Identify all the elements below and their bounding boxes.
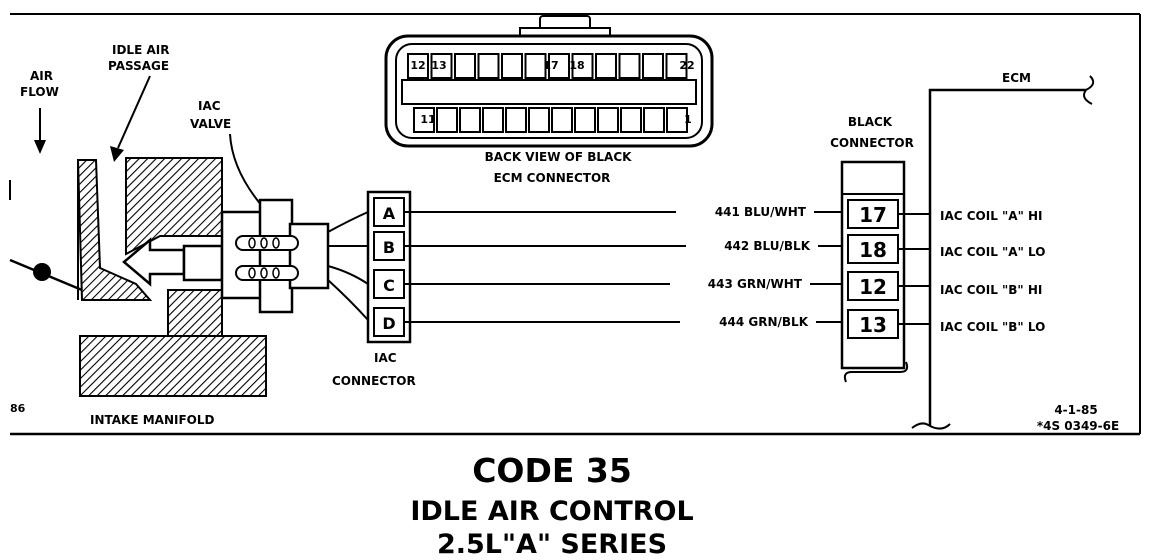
ecm-cavity xyxy=(459,107,481,133)
back-view-label-1: BACK VIEW OF BLACK xyxy=(485,150,633,164)
iac-pin-d-label: D xyxy=(382,314,395,333)
intake-manifold-body xyxy=(79,335,267,397)
iac-valve-motor xyxy=(258,198,294,314)
coil-windings xyxy=(248,237,280,279)
ecm-pin-11: 11 xyxy=(420,113,435,126)
ecm-func-a-lo: IAC COIL "A" LO xyxy=(940,245,1045,259)
throttle-body-left-wall xyxy=(76,159,153,301)
idle-air-pointer-head xyxy=(110,146,124,162)
ecm-pin-1: 1 xyxy=(684,113,692,126)
title-series: 2.5L"A" SERIES xyxy=(437,529,667,560)
ecm-cavity xyxy=(643,107,665,133)
ecm-cavity xyxy=(477,53,500,79)
black-connector-label-1: BLACK xyxy=(848,115,893,129)
ecm-cavity xyxy=(407,53,429,79)
iac-connector-pin-d: D xyxy=(373,307,405,337)
idle-air-label-1: IDLE AIR xyxy=(112,43,169,57)
iac-pin-a-label: A xyxy=(383,204,396,223)
ecm-top-row-cavities xyxy=(407,53,688,79)
black-pin-13-label: 13 xyxy=(859,313,887,337)
ecm-cavity xyxy=(597,107,619,133)
back-view-label-2: ECM CONNECTOR xyxy=(494,171,611,185)
ecm-bottom-row-cavities xyxy=(413,107,688,133)
black-connector-break xyxy=(843,361,909,383)
iac-connector-label-2: CONNECTOR xyxy=(332,374,416,388)
ecm-cavity xyxy=(574,107,596,133)
part-number: *4S 0349-6E xyxy=(1037,419,1119,433)
iac-connector-pin-c: C xyxy=(373,269,405,299)
iac-valve-label-2: VALVE xyxy=(190,117,231,131)
ecm-cavity xyxy=(501,53,523,79)
ecm-cavity xyxy=(595,53,617,79)
wire-444-label: 444 GRN/BLK xyxy=(719,315,809,329)
ecm-cavity xyxy=(665,53,688,79)
ecm-cavity xyxy=(620,107,642,133)
lower-block xyxy=(167,289,223,339)
black-pin-17-label: 17 xyxy=(859,203,887,227)
valve-leads xyxy=(327,211,369,321)
black-pin-18-label: 18 xyxy=(859,238,887,262)
corner-code: 86 xyxy=(10,402,26,415)
air-flow-arrowhead xyxy=(34,140,46,154)
ecm-cavity xyxy=(618,53,641,79)
black-connector-pin-12: 12 xyxy=(847,271,899,301)
wire-443-label: 443 GRN/WHT xyxy=(708,277,803,291)
ecm-bottom-break xyxy=(911,422,951,430)
black-connector-pin-13: 13 xyxy=(847,309,899,339)
throttle-ball xyxy=(33,263,51,281)
wire-442-label: 442 BLU/BLK xyxy=(724,239,811,253)
ecm-label: ECM xyxy=(1002,71,1031,85)
ecm-pin-13: 13 xyxy=(431,59,446,72)
ecm-cavity xyxy=(551,107,573,133)
iac-pin-b-label: B xyxy=(383,238,395,257)
ecm-cavity xyxy=(413,107,435,133)
iac-valve-label-1: IAC xyxy=(198,99,221,113)
ecm-cavity xyxy=(505,107,527,133)
black-pin-12-label: 12 xyxy=(859,275,887,299)
ecm-cavity xyxy=(454,53,476,79)
ecm-func-b-lo: IAC COIL "B" LO xyxy=(940,320,1045,334)
title-name: IDLE AIR CONTROL xyxy=(410,496,693,527)
ecm-pin-12: 12 xyxy=(410,59,425,72)
ecm-cavity xyxy=(482,107,504,133)
ecm-cavity xyxy=(430,53,453,79)
black-connector-pin-18: 18 xyxy=(847,234,899,264)
date-stamp: 4-1-85 xyxy=(1054,403,1097,417)
iac-connector-pin-b: B xyxy=(373,231,405,261)
iac-connector-pin-a: A xyxy=(373,197,405,227)
black-connector-pin-17: 17 xyxy=(847,199,899,229)
ecm-pin-17: 17 xyxy=(543,59,558,72)
iac-valve-pointer xyxy=(229,133,263,207)
ecm-cavity xyxy=(528,107,550,133)
ecm-func-a-hi: IAC COIL "A" HI xyxy=(940,209,1043,223)
ecm-cavity xyxy=(642,53,664,79)
title-code: CODE 35 xyxy=(472,451,632,490)
ecm-func-b-hi: IAC COIL "B" HI xyxy=(940,283,1042,297)
idle-air-label-2: PASSAGE xyxy=(108,59,169,73)
idle-air-pointer xyxy=(117,75,151,149)
ecm-cavity xyxy=(571,53,594,79)
iac-pintle-body xyxy=(182,244,224,282)
throttle-body-right-block xyxy=(125,157,223,256)
iac-connector-label-1: IAC xyxy=(374,351,397,365)
ecm-cavity xyxy=(524,53,547,79)
ecm-center-rib xyxy=(401,79,697,105)
intake-manifold-label: INTAKE MANIFOLD xyxy=(90,413,215,427)
air-flow-label-2: FLOW xyxy=(20,85,59,99)
iac-pin-c-label: C xyxy=(383,276,395,295)
wire-441-label: 441 BLU/WHT xyxy=(715,205,807,219)
iac-valve-housing xyxy=(220,210,264,300)
black-connector-label-2: CONNECTOR xyxy=(830,136,914,150)
ecm-cavity xyxy=(548,53,570,79)
ecm-cavity xyxy=(666,107,688,133)
ecm-box-outline xyxy=(928,88,1086,426)
air-flow-label-1: AIR xyxy=(30,69,53,83)
ecm-pin-18: 18 xyxy=(569,59,584,72)
ecm-cavity xyxy=(436,107,458,133)
ecm-top-break xyxy=(1083,75,1095,105)
ecm-pin-22: 22 xyxy=(679,59,694,72)
